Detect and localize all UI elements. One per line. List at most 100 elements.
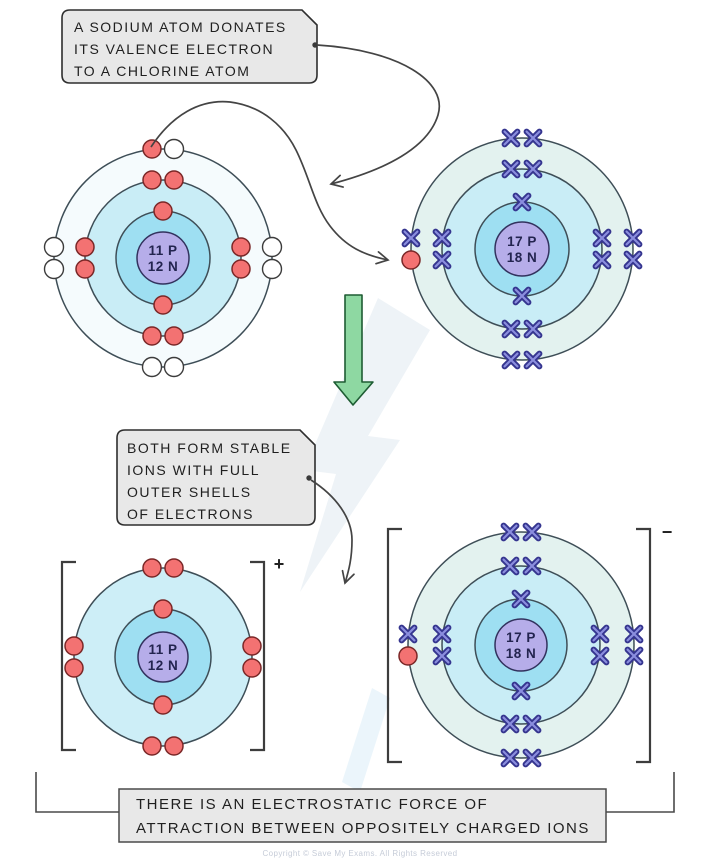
electron-empty — [261, 236, 283, 258]
electron-red — [153, 599, 173, 619]
electron-x — [590, 624, 610, 644]
electron-red — [75, 237, 95, 257]
electron-empty — [163, 138, 185, 160]
electron-red — [231, 259, 251, 279]
callout-stable-line-4: OF ELECTRONS — [127, 506, 254, 522]
electron-red — [242, 658, 262, 678]
electron-x — [623, 228, 643, 248]
electron-red — [164, 736, 184, 756]
callout-electrostatic-line-1: THERE IS AN ELECTROSTATIC FORCE OF — [136, 796, 489, 813]
electron-x — [511, 681, 531, 701]
electron-red — [398, 646, 418, 666]
electron-x — [501, 350, 521, 370]
electron-x — [522, 714, 542, 734]
electron-shell — [410, 137, 634, 361]
electron-red — [64, 658, 84, 678]
ions-connector-bracket — [35, 772, 675, 813]
electron-x — [500, 522, 520, 542]
electron-red — [164, 170, 184, 190]
electron-red — [142, 326, 162, 346]
electron-x — [512, 286, 532, 306]
electron-x — [623, 250, 643, 270]
ion-brackets — [386, 527, 652, 764]
electron-red — [142, 170, 162, 190]
nucleus-neutrons-label: 18 N — [507, 250, 538, 265]
nucleus — [494, 618, 548, 672]
donate-callout-arrow — [316, 44, 441, 188]
electron-empty — [43, 236, 65, 258]
callout-electrostatic: THERE IS AN ELECTROSTATIC FORCE OF ATTRA… — [136, 793, 596, 841]
electron-empty — [163, 356, 185, 378]
electron-x — [398, 624, 418, 644]
electron-empty — [43, 258, 65, 280]
electron-x — [522, 522, 542, 542]
nucleus — [494, 221, 550, 277]
electron-x — [590, 646, 610, 666]
nucleus — [137, 631, 189, 683]
electron-x — [401, 228, 421, 248]
electron-shell — [84, 179, 242, 337]
atoms-layer: 11 P12 N17 P18 N11 P12 N+17 P18 N− — [43, 128, 672, 768]
electron-red — [164, 558, 184, 578]
callout-donate-anchor-dot — [312, 42, 318, 48]
electron-shell — [53, 148, 273, 368]
callout-electrostatic-line-2: ATTRACTION BETWEEN OPPOSITELY CHARGED IO… — [136, 820, 590, 837]
electron-x — [592, 250, 612, 270]
sodium-ion: 11 P12 N+ — [60, 554, 284, 756]
electron-x — [523, 319, 543, 339]
nucleus-protons-label: 17 P — [506, 630, 536, 645]
callout-donate-line-3: TO A CHLORINE ATOM — [74, 63, 251, 79]
electron-x — [432, 228, 452, 248]
electron-x — [432, 646, 452, 666]
electron-x — [501, 159, 521, 179]
callout-stable: BOTH FORM STABLE IONS WITH FULL OUTER SH… — [127, 437, 312, 525]
electron-x — [512, 192, 532, 212]
chlorine-atom: 17 P18 N — [401, 128, 643, 370]
electron-x — [501, 319, 521, 339]
electron-red — [64, 636, 84, 656]
electron-red — [142, 558, 162, 578]
electron-empty — [261, 258, 283, 280]
nucleus-protons-label: 17 P — [507, 234, 537, 249]
electron-red — [164, 326, 184, 346]
electron-red — [231, 237, 251, 257]
electron-red — [153, 295, 173, 315]
electron-red — [142, 139, 162, 159]
callout-donate-line-2: ITS VALENCE ELECTRON — [74, 41, 275, 57]
electron-empty — [141, 356, 163, 378]
nucleus-protons-label: 11 P — [148, 642, 177, 657]
electron-x — [523, 128, 543, 148]
callout-donate-line-1: A SODIUM ATOM DONATES — [74, 19, 287, 35]
callout-stable-line-2: IONS WITH FULL — [127, 462, 261, 478]
electron-red — [401, 250, 421, 270]
sodium-atom: 11 P12 N — [43, 138, 283, 378]
nucleus-protons-label: 11 P — [148, 243, 177, 258]
electron-shell — [441, 168, 603, 330]
electron-shell — [73, 567, 253, 747]
electron-x — [624, 624, 644, 644]
callout-stable-line-1: BOTH FORM STABLE — [127, 440, 292, 456]
callout-stable-anchor-dot — [306, 475, 312, 481]
electron-x — [500, 748, 520, 768]
nucleus-neutrons-label: 18 N — [506, 646, 537, 661]
stable-callout-arrow — [310, 479, 355, 585]
electron-shell — [441, 565, 601, 725]
electron-x — [501, 128, 521, 148]
electron-x — [432, 624, 452, 644]
nucleus-neutrons-label: 12 N — [148, 658, 179, 673]
callout-stable-line-3: OUTER SHELLS — [127, 484, 252, 500]
electron-transfer-arrow — [150, 100, 390, 265]
nucleus-neutrons-label: 12 N — [148, 259, 179, 274]
electron-x — [592, 228, 612, 248]
callout-donate: A SODIUM ATOM DONATES ITS VALENCE ELECTR… — [74, 16, 314, 82]
callout-stable-box — [116, 429, 316, 526]
electron-red — [153, 201, 173, 221]
electron-x — [522, 556, 542, 576]
ion-brackets — [60, 560, 266, 752]
downward-transform-arrow — [333, 294, 374, 406]
electron-x — [500, 714, 520, 734]
electron-red — [142, 736, 162, 756]
chloride-ion: 17 P18 N− — [386, 522, 672, 768]
electron-red — [75, 259, 95, 279]
